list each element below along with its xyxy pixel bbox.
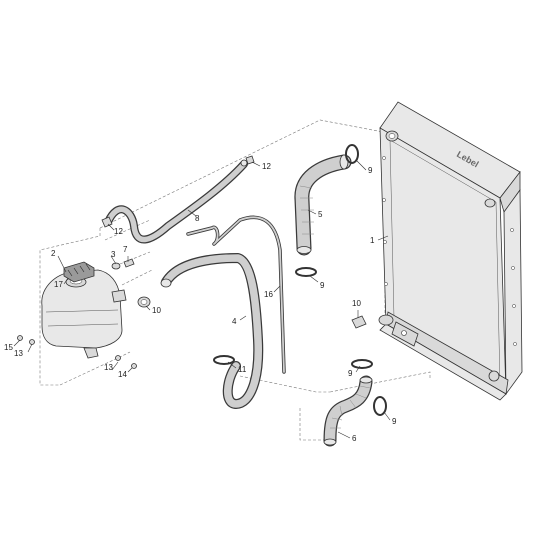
- radiator-mount-holes: [382, 156, 517, 346]
- callout-1: 1: [370, 236, 375, 245]
- callout-16: 16: [264, 290, 273, 299]
- callout-9-lower-left: 9: [348, 369, 353, 378]
- callout-3: 3: [111, 250, 116, 259]
- callout-leaders: [13, 159, 391, 439]
- callout-5: 5: [318, 210, 323, 219]
- callout-8: 8: [195, 214, 200, 223]
- radiator: Lebel: [378, 101, 523, 401]
- callout-17: 17: [54, 280, 63, 289]
- callout-14: 14: [118, 370, 127, 379]
- callout-10-left: 10: [152, 306, 161, 315]
- lower-radiator-hose: [323, 375, 373, 447]
- callout-11: 11: [238, 365, 247, 374]
- coolant-hose-upper: [104, 159, 248, 244]
- callout-9-upper-hose: 9: [368, 166, 373, 175]
- overflow-pipe: [186, 215, 286, 374]
- callout-numbers: 1 2 3 4 5 6 7 8 9 9 9 9 10 10 11 12 12 1…: [4, 162, 397, 443]
- callout-12-lower: 12: [114, 227, 123, 236]
- callout-13-left: 13: [14, 349, 23, 358]
- callout-13-right: 13: [104, 363, 113, 372]
- callout-7: 7: [123, 245, 128, 254]
- callout-4: 4: [232, 317, 237, 326]
- upper-radiator-hose: [294, 154, 352, 256]
- callout-15: 15: [4, 343, 13, 352]
- callout-10-right: 10: [352, 299, 361, 308]
- radiator-side-plate: [503, 188, 523, 396]
- callout-2: 2: [51, 249, 56, 258]
- radiator-outlet-stub: [378, 314, 394, 326]
- callout-9-lower-right: 9: [392, 417, 397, 426]
- fittings: [17, 155, 367, 369]
- callout-6: 6: [352, 434, 357, 443]
- coolant-hose-long: [160, 253, 264, 409]
- callout-9-mid-hose: 9: [320, 281, 325, 290]
- hose-clamps: [213, 144, 387, 416]
- callout-12-upper: 12: [262, 162, 271, 171]
- expansion-tank-cap: [63, 261, 95, 283]
